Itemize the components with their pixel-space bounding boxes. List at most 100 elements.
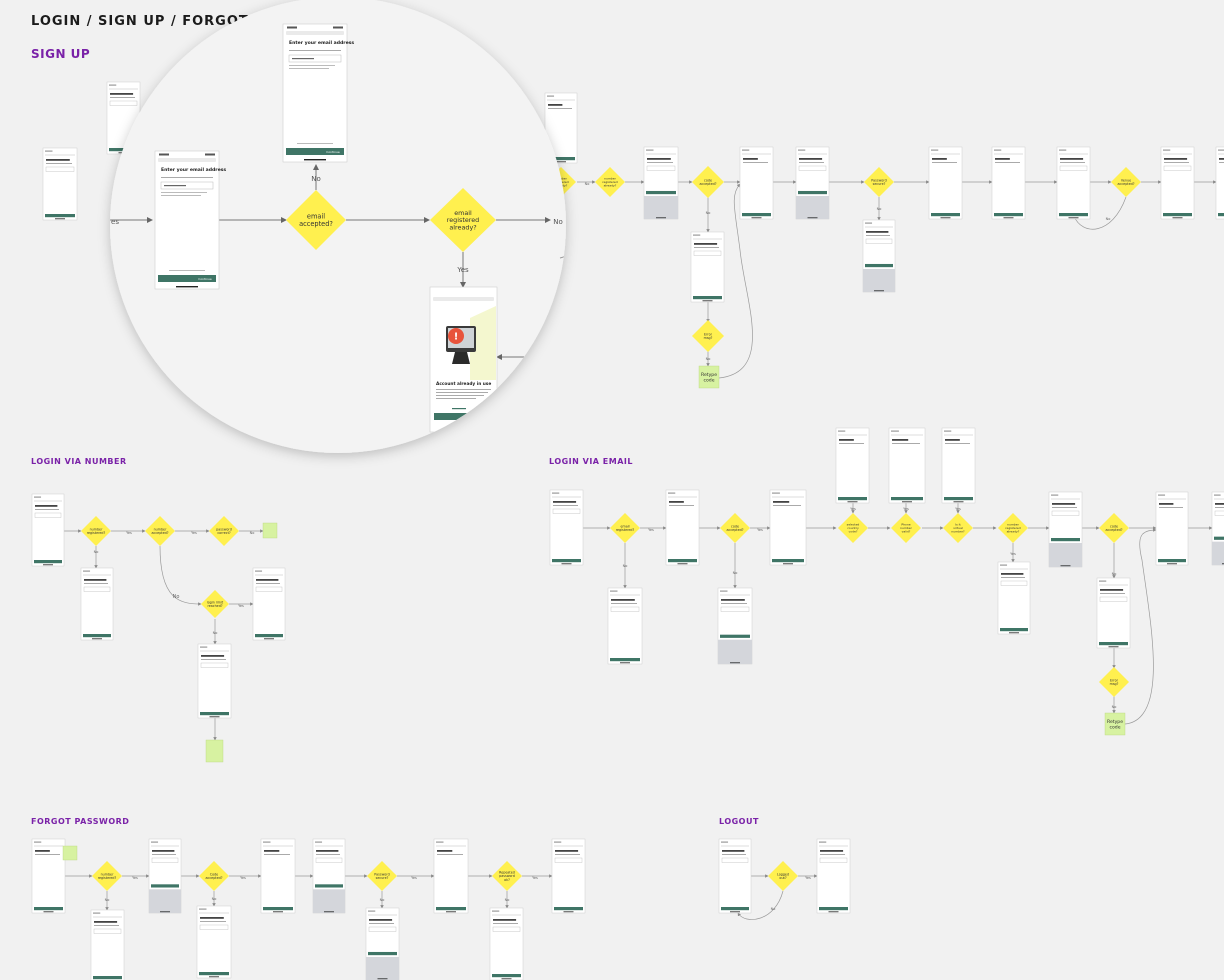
ln-screen-number-entry-continue-button bbox=[34, 560, 62, 564]
le-decision-code-accepted-2-label-line: accepted? bbox=[1106, 528, 1123, 532]
ln-screen-number-entry-frame bbox=[31, 493, 65, 567]
section-heading-signup: SIGN UP bbox=[31, 47, 91, 61]
su-screen-location-title bbox=[110, 93, 134, 95]
fp-screen-success-home-bar bbox=[563, 911, 574, 913]
le-screen-final-urlbar bbox=[1214, 498, 1224, 500]
le-screen-virtual-error-urlbar bbox=[944, 434, 973, 436]
le-screen-code-retry-continue-button bbox=[720, 634, 750, 638]
ln-decision-number-accepted-shape bbox=[145, 516, 175, 546]
le-screen-email-entry-title bbox=[553, 501, 577, 503]
section-heading-login-number: LOGIN VIA NUMBER bbox=[31, 457, 127, 466]
le-screen-verify-code-keyboard bbox=[1049, 543, 1082, 567]
lo-screen-profile-input bbox=[721, 857, 749, 863]
su-screen-password-urlbar bbox=[742, 153, 771, 155]
ln-screen-limit-reached-urlbar bbox=[255, 574, 283, 576]
lo-screen-profile-urlbar bbox=[721, 845, 749, 847]
su-screen-password-error bbox=[862, 219, 896, 293]
ln-screen-not-registered-urlbar bbox=[83, 574, 111, 576]
ln-label-yes-1: Yes bbox=[126, 531, 132, 535]
ln-decision-number-registered-label-line: registered? bbox=[87, 531, 106, 535]
le-label-yes-virtual: Yes bbox=[955, 507, 961, 511]
zoom-decision-email-registered-label-line: already? bbox=[449, 224, 476, 232]
su-screen-venue-confirm-frame bbox=[1160, 146, 1195, 220]
zoom-decision-email-accepted-label-line: accepted? bbox=[299, 220, 333, 228]
ln-screen-not-registered bbox=[80, 567, 114, 641]
zoom-screen-email-entry-help bbox=[161, 177, 213, 178]
le-screen-code-entry-2-urlbar bbox=[1158, 498, 1186, 500]
su-screen-password-subtitle bbox=[743, 162, 768, 163]
zoom-decision-email-registered-label-line: email bbox=[454, 209, 472, 217]
zoom-decision-email-registered-shape bbox=[430, 188, 496, 252]
zoom-screen-email-error-home-bar bbox=[304, 159, 326, 161]
su-screen-final-status bbox=[1218, 149, 1224, 151]
su-decision-venue-accepted-label-line: accepted? bbox=[1118, 182, 1135, 186]
su-screen-location-subtitle bbox=[110, 97, 135, 98]
zoom-illustration-bg bbox=[470, 306, 496, 380]
fp-decision-number-registered-label-line: registered? bbox=[98, 876, 117, 880]
su-screen-profile-subtitle bbox=[932, 162, 957, 163]
le-screen-virtual-error-home-bar bbox=[953, 501, 964, 503]
su-screen-start-title bbox=[46, 159, 70, 161]
le-screen-code-entry-2-continue-button bbox=[1158, 559, 1186, 563]
zoom-screen-email-error-urlbar bbox=[286, 31, 344, 35]
le-screen-email-entry bbox=[549, 489, 584, 566]
fp-screen-password-error-subtitle bbox=[369, 923, 394, 924]
le-decision-virtual-number-label-line: virtual bbox=[953, 526, 963, 530]
le-screen-code-error-urlbar bbox=[1099, 584, 1128, 586]
section-heading-logout: LOGOUT bbox=[719, 817, 759, 826]
su-decision-error-msg-label-line: msg? bbox=[704, 336, 713, 340]
lo-screen-profile bbox=[718, 838, 752, 914]
le-screen-final bbox=[1211, 491, 1224, 566]
le-screen-final-subtitle bbox=[1215, 507, 1224, 508]
fp-screen-repeat-error-subtitle bbox=[493, 923, 518, 924]
su-screen-venue-photo-title bbox=[1060, 158, 1084, 160]
fp-screen-code-entry-home-bar bbox=[160, 911, 170, 913]
ln-label-yes-limit: Yes bbox=[238, 604, 244, 608]
le-screen-verify-code-status bbox=[1051, 494, 1059, 496]
fp-label-yes-3: Yes bbox=[411, 876, 417, 880]
fp-screen-code-entry-continue-button bbox=[151, 884, 179, 888]
zoom-screen-email-error-hint-2 bbox=[289, 68, 329, 69]
le-screen-email-entry-input bbox=[552, 508, 581, 514]
fp-screen-password-kb-title bbox=[316, 850, 339, 852]
ln-decision-login-limit-label-line: reached? bbox=[207, 604, 222, 608]
fp-decision-password-secure-shape bbox=[367, 861, 397, 891]
le-screen-already-registered-frame bbox=[997, 561, 1031, 635]
le-decision-phone-valid-shape bbox=[891, 513, 921, 543]
le-screen-code-error-title bbox=[1100, 589, 1124, 591]
su-decision-password-secure-label-line: secure? bbox=[873, 182, 886, 186]
le-decision-country-code-label-line: code? bbox=[849, 530, 858, 534]
lo-screen-profile-home-bar bbox=[730, 911, 740, 913]
ln-screen-number-entry-status bbox=[34, 496, 42, 498]
lo-screen-profile-title bbox=[722, 850, 745, 852]
zoom-screen-email-error-frame bbox=[282, 23, 348, 163]
le-screen-email-not-registered-urlbar bbox=[610, 594, 640, 596]
le-screen-code-sent-title bbox=[669, 501, 684, 503]
lo-label-yes: Yes bbox=[805, 876, 811, 880]
le-decision-number-registered-label-line: already? bbox=[1007, 530, 1020, 534]
le-screen-code-retry-title bbox=[721, 599, 745, 601]
le-screen-code-error bbox=[1096, 577, 1131, 649]
fp-screen-code-entry-keyboard bbox=[149, 889, 181, 913]
le-screen-phone-entry-urlbar bbox=[772, 496, 804, 498]
su-screen-profile-home-bar bbox=[940, 217, 951, 219]
le-label-yes-phone: Yes bbox=[903, 507, 909, 511]
ln-edge-curve bbox=[159, 545, 202, 606]
le-screen-email-entry-subtitle bbox=[553, 505, 578, 506]
fp-screen-number-entry-title bbox=[35, 850, 50, 852]
le-screen-code-entry-2-home-bar bbox=[1167, 563, 1177, 565]
ln-decision-password-correct-label-line: password bbox=[216, 527, 232, 531]
